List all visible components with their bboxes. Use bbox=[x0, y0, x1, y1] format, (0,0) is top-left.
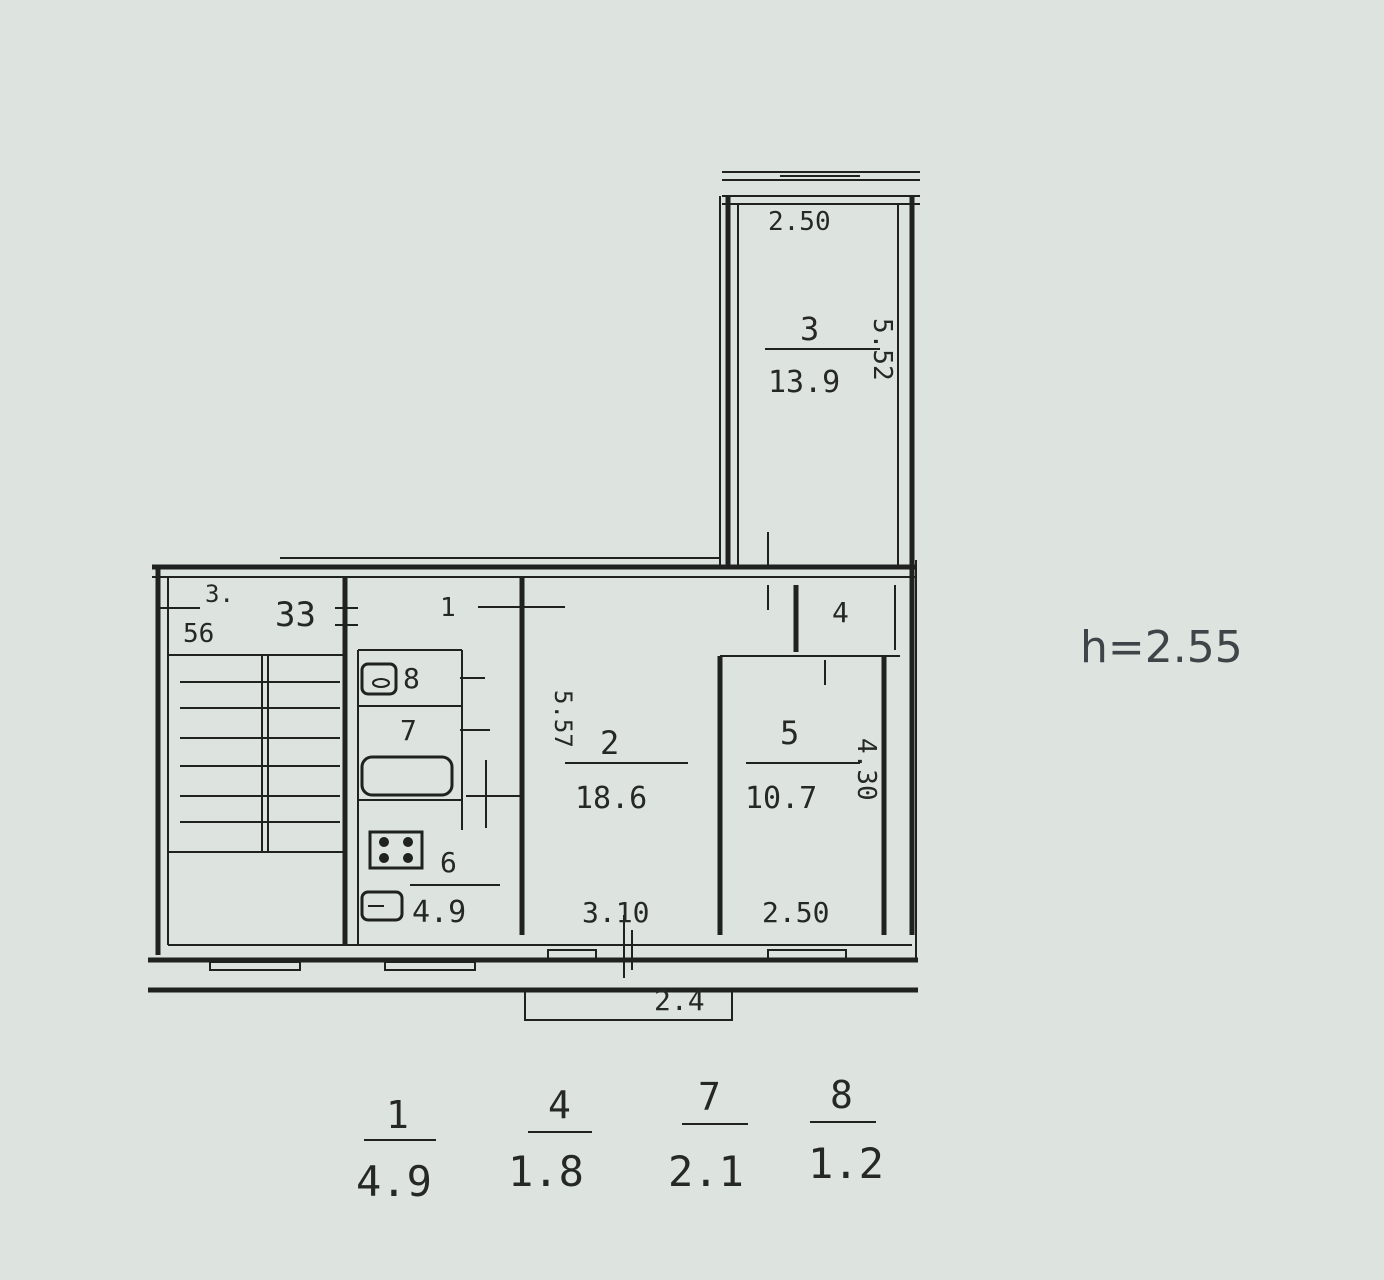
interior-walls bbox=[357, 577, 900, 945]
room-2-number: 2 bbox=[600, 724, 619, 762]
legend-number: 4 bbox=[548, 1083, 571, 1127]
room-2-area: 18.6 bbox=[575, 781, 647, 816]
legend-item-7: 7 2.1 bbox=[668, 1075, 748, 1196]
legend-area: 1.8 bbox=[508, 1147, 584, 1196]
stove-icon bbox=[368, 830, 424, 870]
room-7-number: 7 bbox=[400, 714, 417, 747]
room-8-number: 8 bbox=[403, 662, 420, 695]
room-3-length: 5.52 bbox=[867, 318, 897, 381]
room-3-walls bbox=[719, 171, 920, 935]
balcony-dimension: 2.4 bbox=[654, 984, 705, 1017]
stair-label-top: 3. bbox=[205, 580, 234, 608]
legend-area: 4.9 bbox=[356, 1157, 432, 1206]
legend-item-1: 1 4.9 bbox=[356, 1093, 436, 1206]
room-5-number: 5 bbox=[780, 714, 799, 752]
washbasin-icon bbox=[360, 662, 398, 696]
room-5-area: 10.7 bbox=[745, 781, 817, 816]
balcony bbox=[524, 915, 733, 1021]
room-1-number: 1 bbox=[440, 593, 456, 623]
legend-area: 1.2 bbox=[808, 1139, 884, 1188]
legend-area: 2.1 bbox=[668, 1147, 744, 1196]
room-3-number: 3 bbox=[800, 310, 819, 348]
legend-number: 1 bbox=[386, 1093, 409, 1137]
legend-number: 8 bbox=[830, 1073, 853, 1117]
legend-item-8: 8 1.2 bbox=[808, 1073, 884, 1188]
room-4-number: 4 bbox=[832, 596, 849, 629]
room-2-width: 3.10 bbox=[582, 896, 649, 929]
legend-number: 7 bbox=[698, 1075, 721, 1119]
room-5-width: 2.50 bbox=[762, 896, 829, 929]
stair-label-33: 33 bbox=[275, 595, 316, 635]
sink-icon bbox=[360, 890, 404, 922]
room-3-area: 13.9 bbox=[768, 365, 840, 400]
room-6-number: 6 bbox=[440, 846, 457, 879]
stair-label-bottom: 56 bbox=[183, 619, 214, 649]
exterior-walls bbox=[148, 557, 918, 993]
bathtub-icon bbox=[360, 755, 454, 797]
room-2-length: 5.57 bbox=[549, 690, 577, 748]
room-3-width: 2.50 bbox=[768, 207, 831, 237]
room-6-area: 4.9 bbox=[412, 895, 466, 930]
legend-item-4: 4 1.8 bbox=[508, 1083, 592, 1196]
ceiling-height: h=2.55 bbox=[1080, 622, 1243, 673]
room-5-length: 4.30 bbox=[851, 738, 881, 801]
staircase bbox=[160, 577, 358, 945]
